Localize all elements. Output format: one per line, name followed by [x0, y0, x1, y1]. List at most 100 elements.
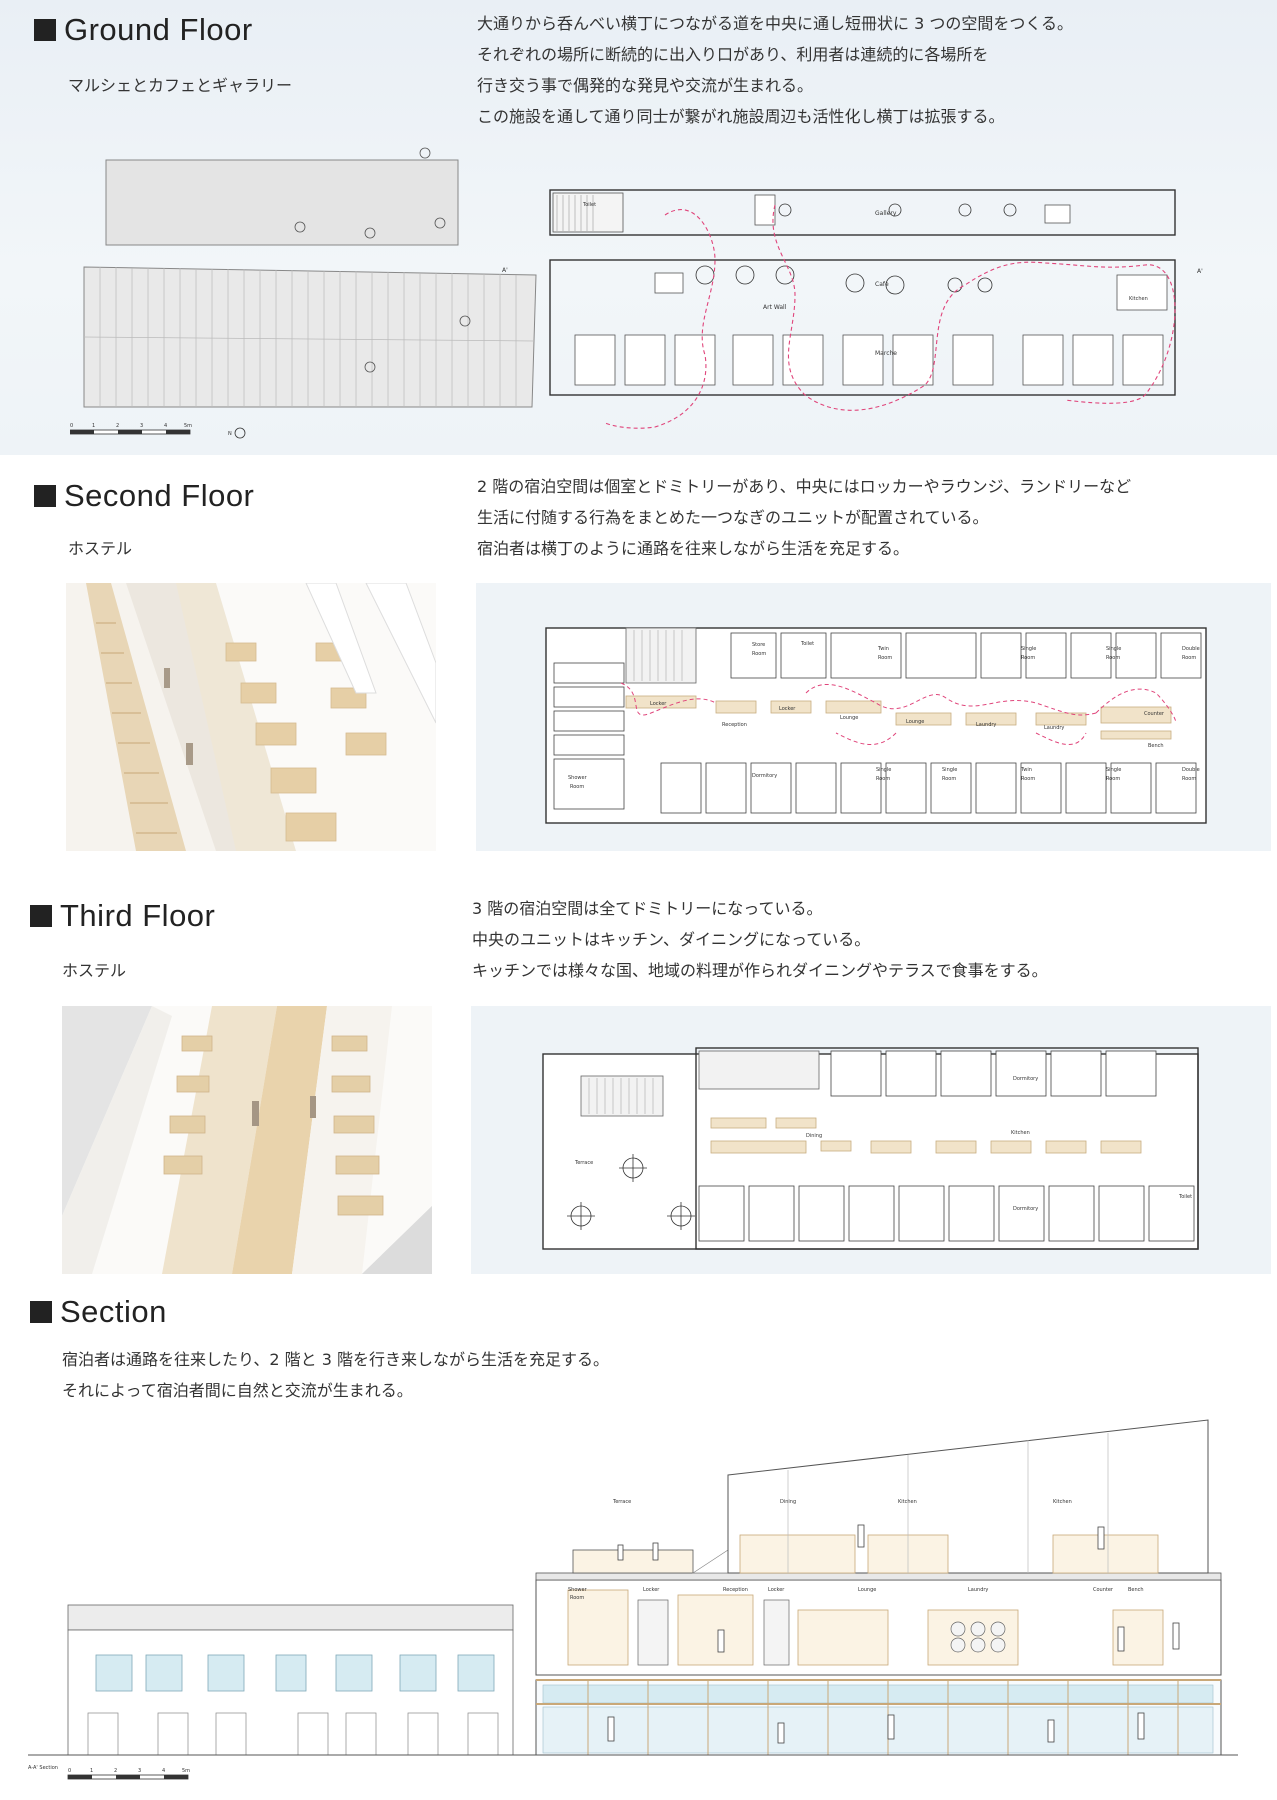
svg-text:A-A' Section: A-A' Section [28, 1765, 58, 1771]
svg-text:Single: Single [942, 767, 957, 773]
svg-text:Locker: Locker [779, 706, 796, 712]
ground-desc-line: それぞれの場所に断続的に出入り口があり、利用者は連続的に各場所を [477, 45, 989, 64]
svg-text:Room: Room [942, 776, 956, 782]
circulation-path [604, 209, 716, 429]
section-drawing: Terrace Dining Kitchen Kitchen Shower Ro… [28, 1419, 1238, 1780]
svg-text:Double: Double [1182, 767, 1200, 773]
furniture-icons [695, 203, 1017, 295]
ground-floor-description: 大通りから呑んべい横丁につながる道を中央に通し短冊状に 3 つの空間をつくる。 … [477, 8, 1073, 132]
svg-text:Dormitory: Dormitory [1013, 1206, 1038, 1212]
svg-text:1: 1 [90, 1768, 93, 1774]
third-desc-line: 3 階の宿泊空間は全てドミトリーになっている。 [472, 899, 823, 918]
svg-text:Reception: Reception [722, 722, 747, 728]
svg-text:Room: Room [570, 784, 584, 790]
svg-text:5m: 5m [184, 423, 192, 429]
third-desc-line: 中央のユニットはキッチン、ダイニングになっている。 [472, 930, 871, 949]
third-floor-heading: Third Floor [30, 898, 215, 934]
svg-text:Twin: Twin [1020, 767, 1032, 773]
second-desc-line: 宿泊者は横丁のように通路を往来しながら生活を充足する。 [477, 539, 910, 558]
svg-text:Locker: Locker [768, 1587, 785, 1593]
svg-text:Store: Store [752, 642, 765, 648]
section-desc-line: それによって宿泊者間に自然と交流が生まれる。 [62, 1381, 413, 1400]
ground-floor-heading: Ground Floor [34, 12, 253, 48]
svg-text:2: 2 [114, 1768, 117, 1774]
svg-text:Toilet: Toilet [800, 641, 814, 647]
section-heading: Section [30, 1294, 167, 1330]
svg-text:5m: 5m [182, 1768, 190, 1774]
svg-text:Single: Single [1106, 767, 1121, 773]
svg-text:Dormitory: Dormitory [752, 773, 777, 779]
second-floor-subtitle: ホステル [68, 539, 133, 558]
second-floor-model-photo [66, 583, 436, 851]
svg-text:Twin: Twin [877, 646, 889, 652]
svg-text:Shower: Shower [568, 1587, 588, 1593]
ground-site-plan: A' 0 1 2 3 4 5m N [70, 147, 537, 439]
svg-text:Room: Room [876, 776, 890, 782]
svg-text:Reception: Reception [723, 1587, 748, 1593]
svg-text:Counter: Counter [1093, 1587, 1114, 1593]
svg-text:Cafe: Cafe [875, 281, 889, 288]
heading-square-icon [34, 19, 56, 41]
section-desc-line: 宿泊者は通路を往来したり、2 階と 3 階を行き来しながら生活を充足する。 [62, 1350, 609, 1369]
svg-text:Bench: Bench [1128, 1587, 1144, 1593]
svg-text:Room: Room [1182, 655, 1196, 661]
svg-text:3: 3 [140, 423, 143, 429]
svg-text:Single: Single [876, 767, 891, 773]
svg-text:0: 0 [68, 1768, 71, 1774]
ground-floor-title: Ground Floor [64, 12, 253, 47]
ground-desc-line: 行き交う事で偶発的な発見や交流が生まれる。 [477, 76, 814, 95]
svg-text:Room: Room [570, 1595, 584, 1601]
section-description: 宿泊者は通路を往来したり、2 階と 3 階を行き来しながら生活を充足する。 それ… [62, 1344, 609, 1406]
svg-text:4: 4 [162, 1768, 165, 1774]
svg-text:Art Wall: Art Wall [763, 304, 787, 311]
third-floor-subtitle: ホステル [62, 961, 127, 980]
tree-icons [294, 147, 471, 373]
svg-text:Room: Room [1106, 776, 1120, 782]
second-floor-description: 2 階の宿泊空間は個室とドミトリーがあり、中央にはロッカーやラウンジ、ランドリー… [477, 471, 1131, 564]
svg-text:Kitchen: Kitchen [898, 1499, 917, 1505]
second-floor-plan: Store Room Toilet Twin Room Single Room … [476, 583, 1271, 851]
svg-text:Room: Room [1021, 655, 1035, 661]
second-desc-line: 生活に付随する行為をまとめた一つなぎのユニットが配置されている。 [477, 508, 989, 527]
ground-floor-plan: Toilet Gallery Cafe Art Wall Kitchen Mar… [549, 189, 1203, 429]
third-floor-plan: Terrace Dining Kitchen Dormitory Dormito… [471, 1006, 1271, 1274]
svg-text:A': A' [1197, 268, 1203, 275]
svg-text:Dining: Dining [780, 1499, 796, 1505]
svg-text:N: N [228, 431, 232, 437]
svg-text:Terrace: Terrace [612, 1499, 631, 1505]
svg-text:Kitchen: Kitchen [1053, 1499, 1072, 1505]
svg-text:Laundry: Laundry [1044, 725, 1064, 731]
svg-text:Shower: Shower [568, 775, 588, 781]
section-title: Section [60, 1294, 167, 1329]
svg-text:Room: Room [752, 651, 766, 657]
terrace-table-icons [567, 1154, 695, 1230]
ground-scale-bar: 0 1 2 3 4 5m N [70, 423, 246, 439]
neighbor-building [67, 1604, 514, 1756]
svg-text:Locker: Locker [643, 1587, 660, 1593]
ground-floor-subtitle: マルシェとカフェとギャラリー [68, 76, 293, 95]
heading-square-icon [34, 485, 56, 507]
svg-text:Laundry: Laundry [968, 1587, 988, 1593]
svg-text:Lounge: Lounge [840, 715, 858, 721]
svg-text:Terrace: Terrace [574, 1160, 593, 1166]
svg-text:Room: Room [1182, 776, 1196, 782]
svg-text:Counter: Counter [1144, 711, 1165, 717]
ground-desc-line: この施設を通して通り同士が繋がれ施設周辺も活性化し横丁は拡張する。 [477, 107, 1005, 126]
svg-text:0: 0 [70, 423, 73, 429]
circulation-path [620, 682, 1177, 746]
north-arrow-icon [234, 427, 246, 439]
svg-text:3: 3 [138, 1768, 141, 1774]
svg-text:Single: Single [1106, 646, 1121, 652]
svg-text:Double: Double [1182, 646, 1200, 652]
svg-text:Room: Room [1106, 655, 1120, 661]
ground-desc-line: 大通りから呑んべい横丁につながる道を中央に通し短冊状に 3 つの空間をつくる。 [477, 14, 1074, 33]
svg-text:Kitchen: Kitchen [1129, 296, 1148, 302]
svg-text:Kitchen: Kitchen [1011, 1130, 1030, 1136]
third-floor-title: Third Floor [60, 898, 216, 933]
main-building-section: Terrace Dining Kitchen Kitchen Shower Ro… [535, 1419, 1222, 1756]
site-roof [83, 266, 537, 408]
svg-text:Dining: Dining [806, 1133, 822, 1139]
svg-text:Dormitory: Dormitory [1013, 1076, 1038, 1082]
svg-text:Marche: Marche [875, 350, 897, 357]
section-mark-a: A' [502, 267, 508, 274]
